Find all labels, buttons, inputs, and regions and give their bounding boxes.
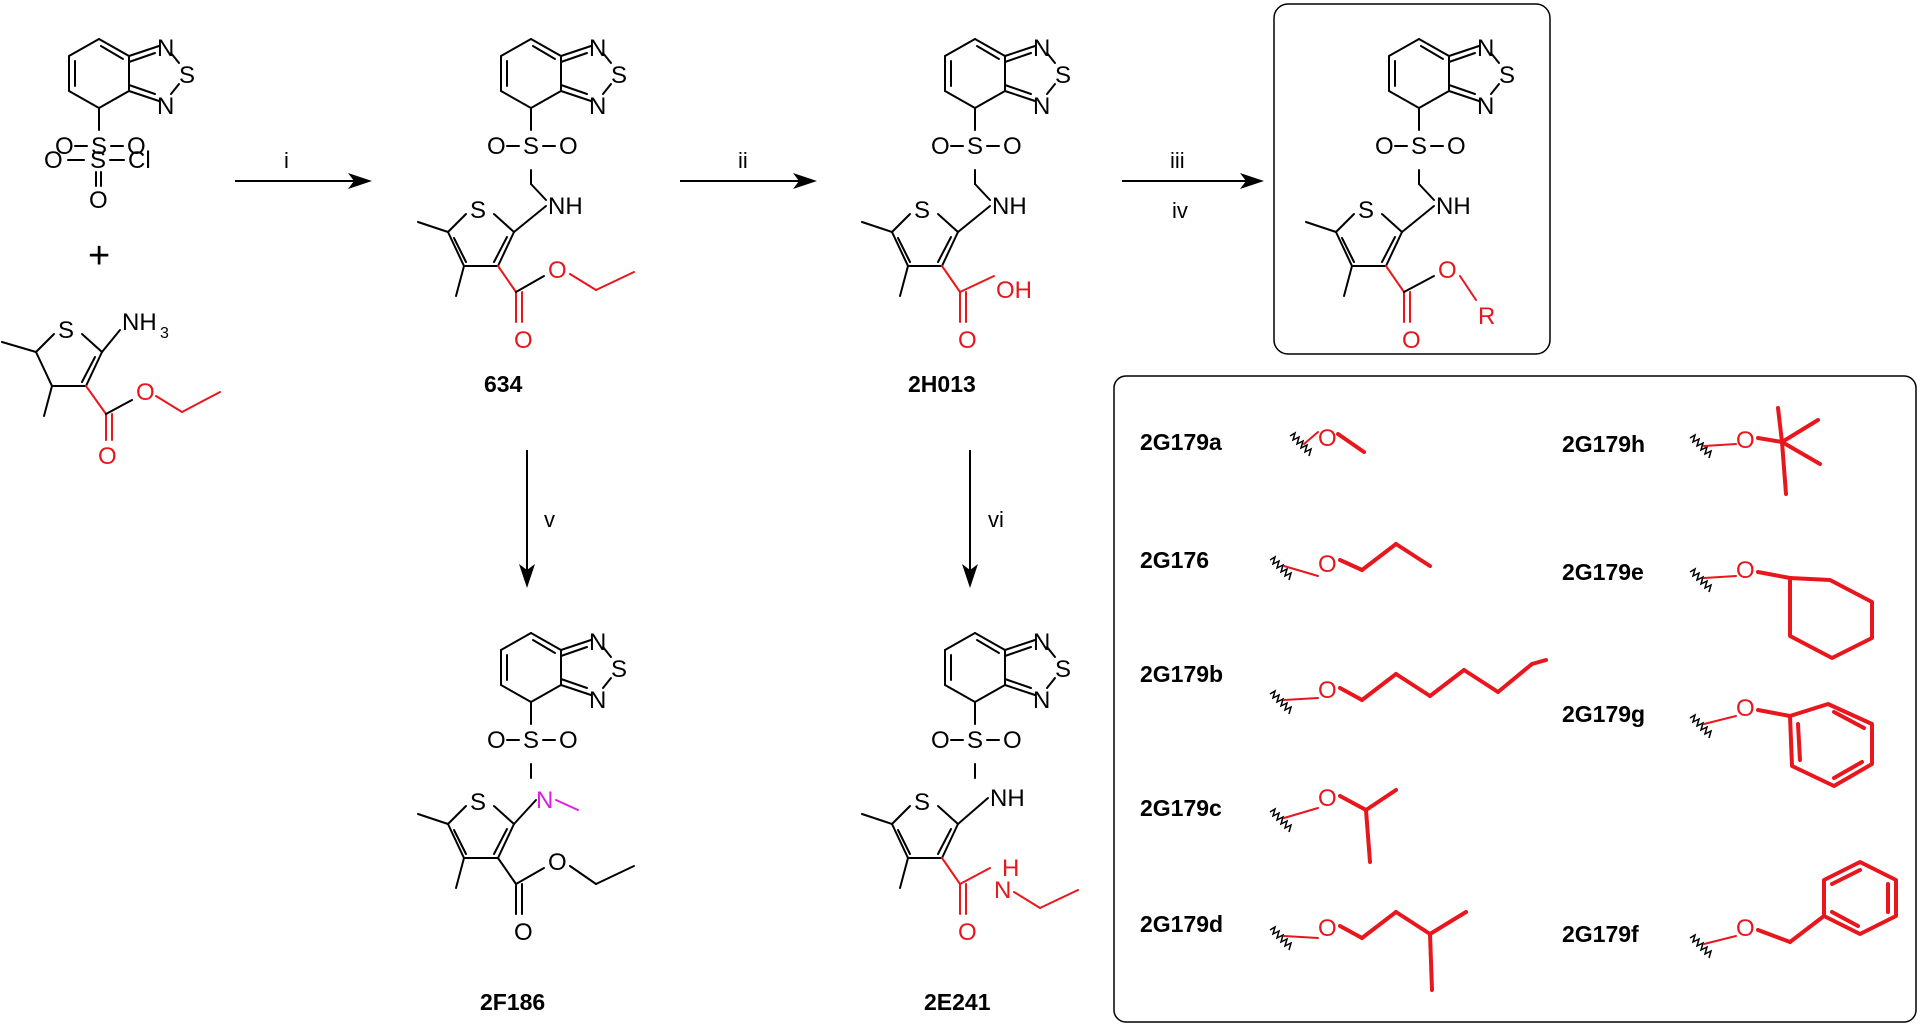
ester-2G179b: 2G179b O [1140, 658, 1548, 715]
svg-text:NH: NH [990, 785, 1025, 812]
svg-text:O: O [514, 327, 533, 354]
general-ester-structure: NH O O R [1273, 3, 1551, 355]
svg-text:NH: NH [122, 309, 157, 336]
svg-text:O: O [1402, 327, 1421, 354]
svg-text:2G176: 2G176 [1140, 547, 1209, 573]
aminothiophene-ester: S NH 3 O O [1, 309, 221, 470]
ester-2G179f: 2G179f O [1562, 860, 1898, 959]
svg-text:2G179f: 2G179f [1562, 921, 1639, 947]
label-2E241: 2E241 [924, 989, 991, 1015]
ester-2G179c: 2G179c O [1140, 785, 1398, 864]
compound-2E241: NH O H N 2E241 [861, 628, 1079, 1015]
ester-2G179a: 2G179a O [1140, 425, 1366, 457]
svg-text:S: S [90, 147, 106, 174]
compound-2F186: N O O 2F186 [417, 628, 635, 1015]
svg-text:NH: NH [1436, 193, 1471, 220]
compound-634: NH O O 634 [417, 34, 635, 397]
svg-text:O: O [1318, 677, 1337, 704]
svg-text:O: O [1736, 427, 1755, 454]
svg-text:O: O [1318, 551, 1337, 578]
svg-text:O: O [1318, 915, 1337, 942]
svg-text:NH: NH [992, 193, 1027, 220]
label-2F186: 2F186 [480, 989, 545, 1015]
svg-text:v: v [544, 507, 555, 532]
svg-text:O: O [44, 147, 63, 174]
svg-text:N: N [994, 877, 1011, 904]
svg-text:O: O [1318, 425, 1337, 452]
label-634: 634 [484, 371, 523, 397]
arrow-i: i [235, 148, 372, 189]
svg-text:O: O [548, 257, 567, 284]
arrow-v: v [519, 450, 555, 588]
ester-2G179d: 2G179d O [1140, 910, 1468, 992]
sulfonyl-chloride: O S Cl O [44, 34, 197, 214]
ester-2G176: 2G176 O [1140, 542, 1432, 581]
svg-text:3: 3 [160, 325, 169, 342]
svg-text:OH: OH [996, 277, 1032, 304]
svg-text:O: O [514, 919, 533, 946]
ester-2G179h: 2G179h O [1562, 406, 1822, 496]
svg-text:O: O [958, 919, 977, 946]
compound-2H013: NH O OH 2H013 [861, 34, 1073, 397]
svg-text:2G179g: 2G179g [1562, 701, 1645, 727]
arrow-ii: ii [680, 148, 817, 189]
svg-text:iv: iv [1172, 198, 1188, 223]
svg-text:N: N [536, 787, 553, 814]
svg-text:O: O [1736, 695, 1755, 722]
svg-text:2G179c: 2G179c [1140, 795, 1222, 821]
svg-text:O: O [1736, 915, 1755, 942]
label-2H013: 2H013 [908, 371, 976, 397]
svg-text:O: O [98, 443, 117, 470]
svg-text:R: R [1478, 303, 1495, 330]
r-group-table: 2G179a O 2G176 O 2G179b O [1113, 375, 1917, 1023]
svg-text:O: O [958, 327, 977, 354]
svg-text:O: O [548, 849, 567, 876]
svg-text:O: O [1736, 557, 1755, 584]
svg-text:O: O [136, 379, 155, 406]
svg-text:2G179e: 2G179e [1562, 559, 1644, 585]
svg-text:2G179h: 2G179h [1562, 431, 1645, 457]
svg-text:iii: iii [1170, 148, 1185, 173]
ester-2G179e: 2G179e O [1562, 557, 1874, 660]
svg-text:NH: NH [548, 193, 583, 220]
svg-text:S: S [58, 317, 74, 344]
svg-text:Cl: Cl [128, 147, 151, 174]
svg-text:O: O [1318, 785, 1337, 812]
svg-text:ii: ii [738, 148, 748, 173]
svg-text:i: i [284, 148, 289, 173]
plus-sign: + [88, 235, 110, 277]
arrow-iii-iv: iii iv [1122, 148, 1264, 223]
svg-text:2G179b: 2G179b [1140, 661, 1223, 687]
svg-text:O: O [1438, 257, 1457, 284]
ester-2G179g: 2G179g O [1562, 695, 1874, 788]
arrow-vi: vi [962, 450, 1004, 588]
svg-text:O: O [89, 187, 108, 214]
svg-text:H: H [1002, 855, 1019, 882]
svg-text:vi: vi [988, 507, 1004, 532]
svg-text:2G179a: 2G179a [1140, 429, 1222, 455]
svg-text:2G179d: 2G179d [1140, 911, 1223, 937]
